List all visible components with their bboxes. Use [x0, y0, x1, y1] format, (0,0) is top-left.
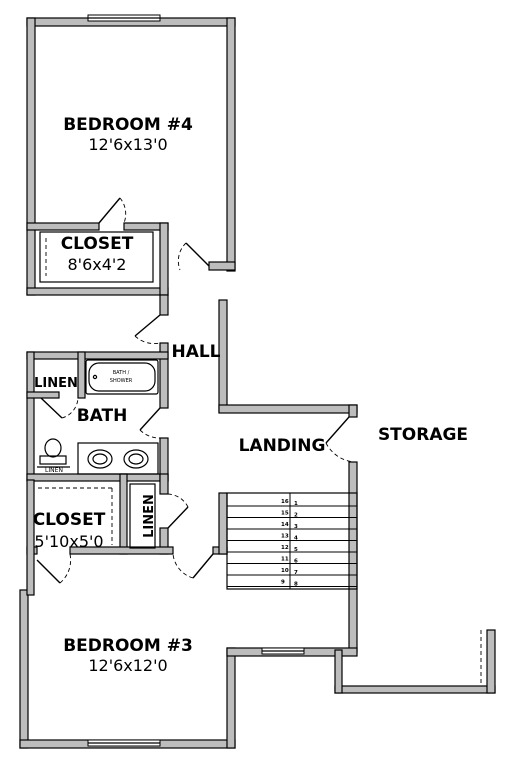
stairs: 16 1 15 2 14 3 13 4 12 5 11 6 10 7 9 8: [226, 492, 358, 590]
bath-wall-left: [26, 351, 35, 481]
closet-b3-name: CLOSET: [33, 510, 106, 530]
hall-wall-left: [159, 294, 169, 316]
hall-door-leaf: [185, 242, 210, 267]
linen-hall-name: LINEN: [142, 494, 157, 538]
bedroom3-wall-left: [19, 589, 29, 749]
linen-hall-door-leaf: [167, 506, 189, 529]
bedroom4-door-leaf: [98, 197, 121, 224]
bath-wall-bottom: [26, 473, 169, 482]
vanity-sink-1: [87, 449, 113, 469]
stair-number-left: 12: [281, 545, 289, 551]
bedroom3-name: BEDROOM #3: [63, 636, 193, 656]
bath-linen-wall-bottom: [26, 391, 60, 399]
stair-number-left: 14: [281, 522, 289, 528]
bath-name: BATH: [77, 406, 128, 426]
closet-b3-door-leaf: [36, 559, 61, 584]
bath-door-swing: [139, 429, 161, 439]
storage-door-swing: [325, 442, 355, 463]
storage-wall-bottom: [334, 685, 496, 694]
bedroom3-wall-left-upper: [26, 479, 35, 596]
landing-wall-right: [348, 404, 358, 418]
linen-hall-door-swing: [167, 493, 189, 508]
linen-vanity-name: LINEN: [45, 467, 63, 474]
bedroom4-size: 12'6x13'0: [88, 135, 167, 154]
bath-door-leaf: [139, 407, 161, 431]
stair-number-right: 1: [294, 501, 298, 507]
closet-b3-door-swing: [59, 553, 72, 584]
stair-number-right: 8: [294, 582, 298, 588]
hall-side-door-leaf: [134, 314, 161, 337]
hall-wall-left-low: [159, 342, 169, 409]
bath-wall-top: [26, 351, 169, 360]
closet-b4-size: 8'6x4'2: [68, 255, 127, 274]
closet-b3-size: 5'10x5'0: [34, 532, 103, 551]
tub-drain: [92, 374, 98, 380]
stair-number-left: 15: [281, 511, 289, 517]
tub-inner: [88, 362, 156, 392]
stair-number-right: 3: [294, 524, 298, 530]
landing-wall-right-low: [348, 461, 358, 653]
stair-number-left: 11: [281, 557, 289, 563]
hall-wall-right-notch: [208, 261, 236, 271]
bedroom4-door-swing: [119, 197, 127, 224]
bedroom3-size: 12'6x12'0: [88, 656, 167, 675]
toilet-tank: [39, 455, 67, 465]
bedroom4-wall-bottom: [26, 222, 100, 231]
closet-b4-shelf: [39, 231, 154, 283]
bedroom4-name: BEDROOM #4: [63, 115, 193, 135]
vanity-sink-2: [123, 449, 149, 469]
closet-b4-name: CLOSET: [61, 234, 134, 254]
tub-label: BATH /: [113, 370, 130, 376]
storage-wall-right: [486, 629, 496, 694]
vanity-sink-1-inner: [92, 453, 108, 465]
stair-number-right: 7: [294, 570, 298, 576]
stair-number-left: 16: [281, 499, 289, 505]
bath-linen-wall-right: [77, 351, 86, 399]
vanity-sink-2-inner: [128, 453, 144, 465]
hall-door-swing: [177, 242, 187, 271]
hall-side-door-swing: [134, 335, 161, 344]
bedroom4-wall-left: [26, 17, 36, 296]
storage-wall-left: [334, 649, 343, 694]
linen-hall-wall-right: [159, 473, 169, 495]
storage-name: STORAGE: [378, 425, 468, 445]
bedroom3-wall-top-mid: [69, 546, 174, 555]
closet-b4-wall-bottom: [26, 287, 169, 296]
storage-door-leaf: [325, 416, 350, 444]
bath-linen-door-leaf: [40, 397, 63, 419]
landing-name: LANDING: [239, 436, 326, 456]
bedroom3-door-swing: [172, 553, 194, 579]
stair-number-left: 10: [281, 568, 289, 574]
stair-number-left: 9: [281, 580, 285, 586]
bedroom3-wall-right: [226, 647, 236, 749]
vanity: [77, 442, 159, 475]
stair-number-right: 4: [294, 536, 298, 542]
tub: [85, 359, 159, 395]
stair-wall-left: [218, 492, 228, 555]
linen-bath-name: LINEN: [34, 376, 78, 391]
closet-b3-wall-right: [119, 473, 128, 555]
bedroom3-door-leaf: [192, 553, 214, 579]
stair-number-right: 2: [294, 513, 298, 519]
bedroom4-wall-right: [226, 17, 236, 272]
landing-wall-top: [218, 404, 358, 414]
linen-hall-shelf: [129, 483, 156, 549]
stair-number-right: 6: [294, 559, 298, 565]
toilet-bowl: [44, 438, 62, 458]
hall-name: HALL: [171, 342, 220, 362]
tub-label-2: SHOWER: [110, 378, 133, 384]
stair-number-right: 5: [294, 547, 298, 553]
stair-number-left: 13: [281, 534, 289, 540]
bath-linen-door-swing: [61, 397, 79, 419]
closet-b4-wall-right: [159, 222, 169, 296]
